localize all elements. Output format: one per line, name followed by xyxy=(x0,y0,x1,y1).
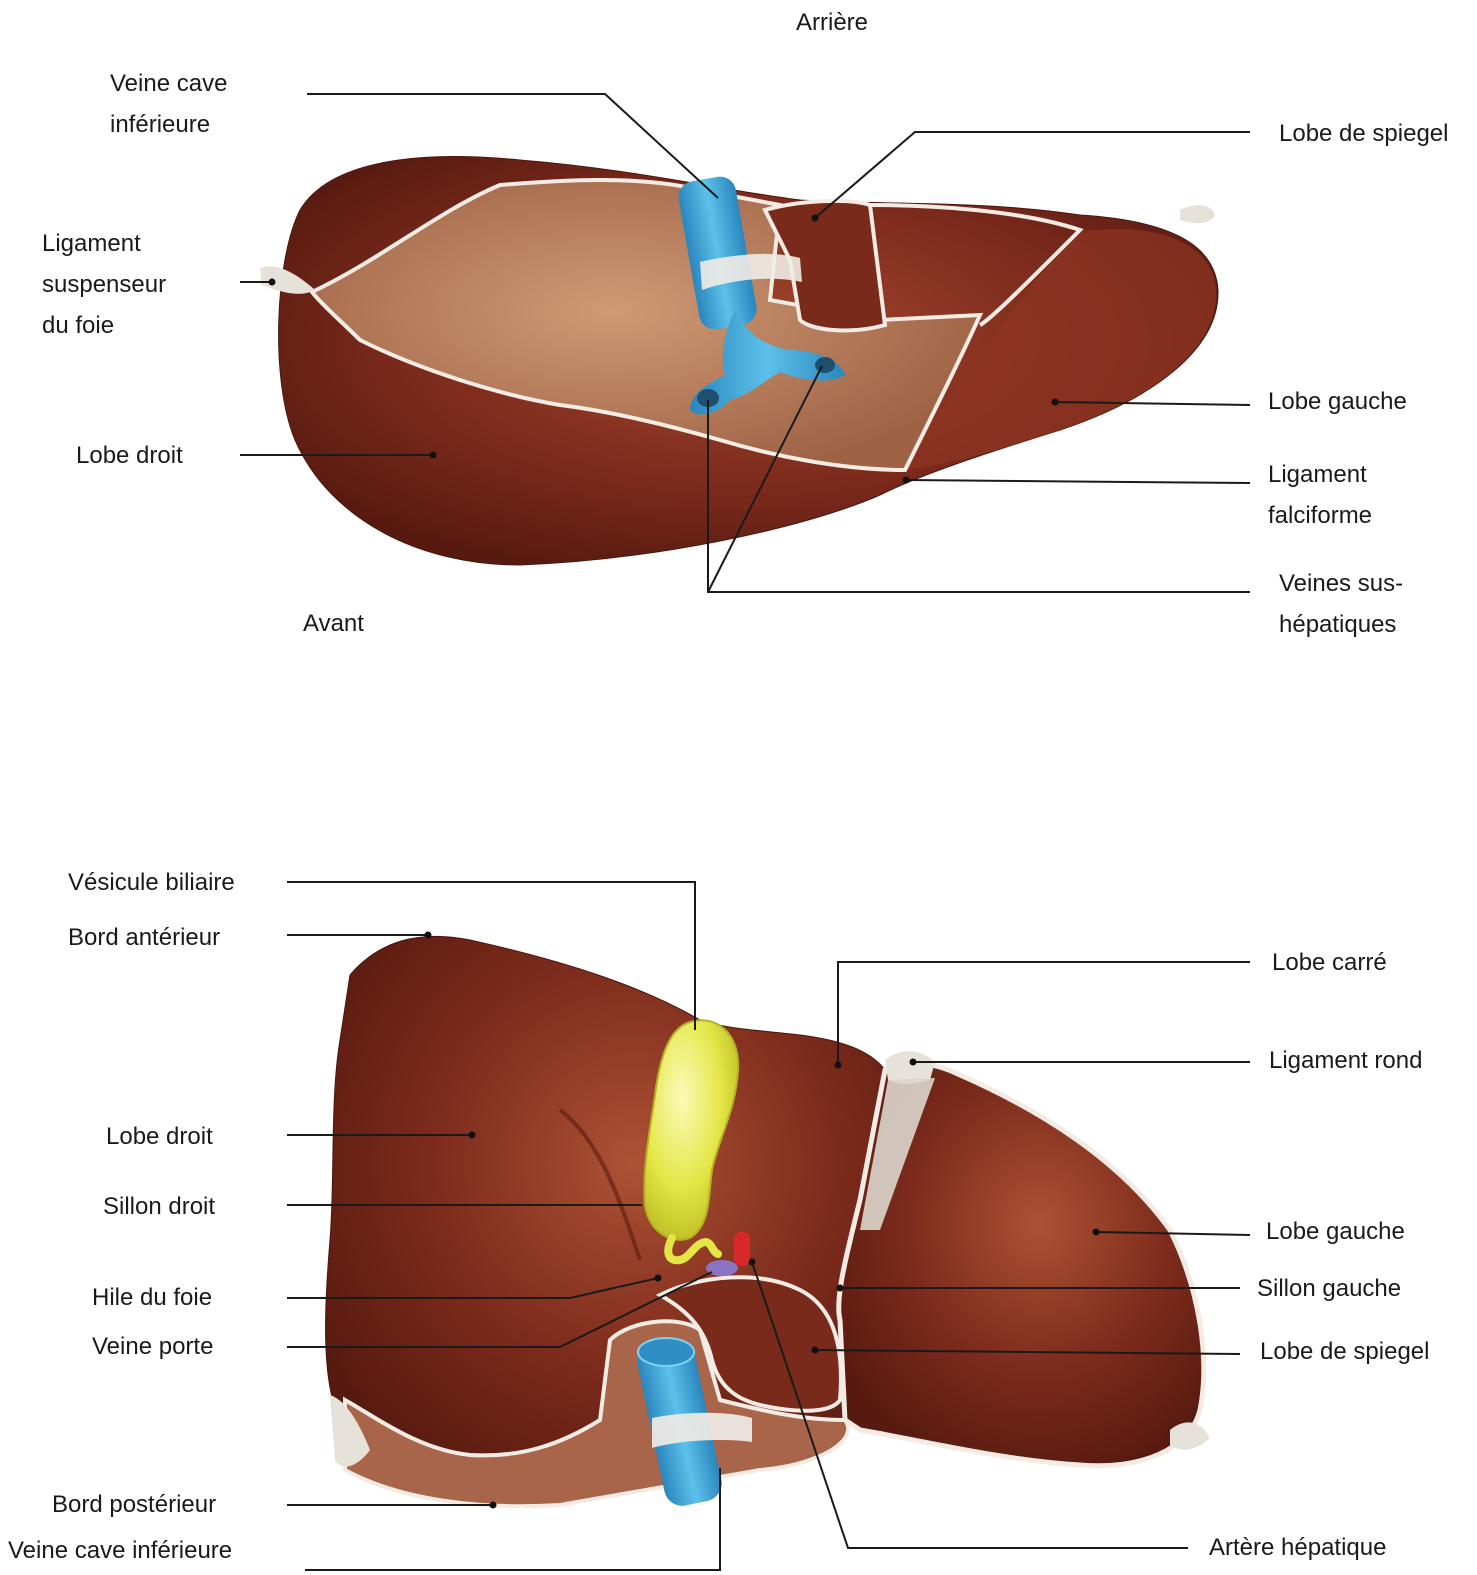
label-bot-bord-posterieur: Bord postérieur xyxy=(52,1484,216,1525)
dot xyxy=(1052,399,1059,406)
dot xyxy=(812,215,819,222)
label-line: Lobe de spiegel xyxy=(1279,113,1448,154)
dot xyxy=(910,1059,917,1066)
dot xyxy=(269,279,276,286)
label-line: Ligament xyxy=(42,223,166,264)
label-bot-hile: Hile du foie xyxy=(92,1277,212,1318)
label-bot-lobe-gauche: Lobe gauche xyxy=(1266,1211,1405,1252)
label-bot-artere: Artère hépatique xyxy=(1209,1527,1386,1568)
label-line: inférieure xyxy=(110,104,227,145)
label-bot-ligament-rond: Ligament rond xyxy=(1269,1040,1422,1081)
dot xyxy=(835,1062,842,1069)
label-top-lobe-droit: Lobe droit xyxy=(76,435,183,476)
label-orientation-top: Arrière xyxy=(796,2,868,43)
leader-bot-lobe-carre xyxy=(838,962,1250,1065)
label-line: Veines sus- xyxy=(1279,563,1403,604)
dot xyxy=(425,932,432,939)
leader-top-falciforme xyxy=(906,480,1250,483)
label-bot-vesicule: Vésicule biliaire xyxy=(68,862,235,903)
dot xyxy=(469,1132,476,1139)
label-line: Veine cave xyxy=(110,63,227,104)
dot xyxy=(837,1285,844,1292)
label-bot-spiegel: Lobe de spiegel xyxy=(1260,1331,1429,1372)
label-bot-bord-anterieur: Bord antérieur xyxy=(68,917,220,958)
label-top-vci: Veine cave inférieure xyxy=(110,63,227,145)
bottom-vena-cava-opening xyxy=(638,1338,694,1366)
dot xyxy=(490,1502,497,1509)
label-line: Lobe gauche xyxy=(1268,381,1407,422)
bottom-ligament-right xyxy=(1170,1422,1210,1449)
top-hepatic-vein-hole-right xyxy=(815,357,835,373)
label-line: hépatiques xyxy=(1279,604,1403,645)
dot xyxy=(903,477,910,484)
label-line: suspenseur xyxy=(42,264,166,305)
label-bot-sillon-droit: Sillon droit xyxy=(103,1186,215,1227)
dot xyxy=(430,452,437,459)
label-bot-veine-porte: Veine porte xyxy=(92,1326,213,1367)
label-bot-vci: Veine cave inférieure xyxy=(8,1530,232,1571)
label-top-lobe-gauche: Lobe gauche xyxy=(1268,381,1407,422)
bottom-liver xyxy=(326,936,1210,1509)
label-bot-sillon-gauche: Sillon gauche xyxy=(1257,1268,1401,1309)
label-line: falciforme xyxy=(1268,495,1372,536)
label-line: Ligament xyxy=(1268,454,1372,495)
dot xyxy=(749,1259,756,1266)
dot xyxy=(812,1347,819,1354)
label-top-spiegel: Lobe de spiegel xyxy=(1279,113,1448,154)
top-ligament-right xyxy=(1180,205,1215,223)
label-line: du foie xyxy=(42,305,166,346)
label-line: Lobe droit xyxy=(76,435,183,476)
bottom-hepatic-artery xyxy=(734,1232,750,1266)
dot xyxy=(1093,1229,1100,1236)
label-top-falciforme: Ligament falciforme xyxy=(1268,454,1372,536)
label-bot-lobe-droit: Lobe droit xyxy=(106,1116,213,1157)
dot xyxy=(655,1275,662,1282)
label-orientation-bottom: Avant xyxy=(303,603,364,644)
label-top-ligament-suspenseur: Ligament suspenseur du foie xyxy=(42,223,166,346)
label-top-veines-sus-hepatiques: Veines sus- hépatiques xyxy=(1279,563,1403,645)
top-liver xyxy=(260,157,1218,565)
label-bot-lobe-carre: Lobe carré xyxy=(1272,942,1387,983)
